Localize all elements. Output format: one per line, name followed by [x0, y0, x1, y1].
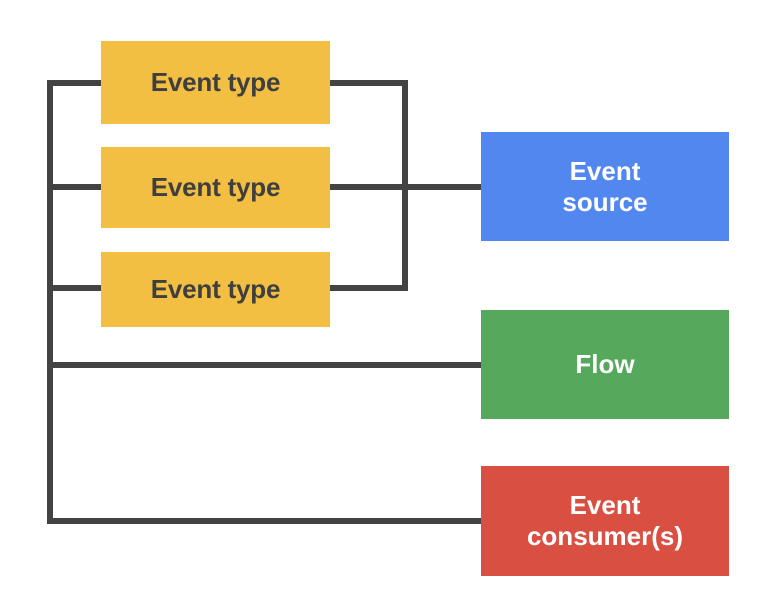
connector-left-to-event-type-2	[47, 184, 105, 190]
connector-event-type-1-to-right	[326, 80, 408, 86]
connector-left-to-flow	[47, 362, 484, 368]
node-event-type-1[interactable]: Event type	[101, 41, 330, 124]
node-event-source-label: Event source	[562, 155, 648, 217]
connector-left-trunk	[47, 83, 53, 524]
connector-event-type-3-to-right	[326, 285, 408, 291]
node-event-consumers[interactable]: Event consumer(s)	[481, 466, 729, 576]
connector-left-to-event-consumers	[47, 518, 484, 524]
node-event-type-1-label: Event type	[150, 67, 281, 98]
node-event-source[interactable]: Event source	[481, 132, 729, 241]
node-event-type-2-label: Event type	[150, 172, 281, 203]
node-event-type-2[interactable]: Event type	[101, 147, 330, 228]
connector-right-to-event-source	[326, 184, 484, 190]
connector-left-to-event-type-3	[47, 285, 105, 291]
node-event-type-3-label: Event type	[150, 274, 281, 305]
node-event-type-3[interactable]: Event type	[101, 252, 330, 327]
node-event-consumers-label: Event consumer(s)	[526, 490, 684, 551]
connector-left-to-event-type-1	[47, 80, 105, 86]
node-flow[interactable]: Flow	[481, 310, 729, 419]
node-flow-label: Flow	[575, 349, 635, 380]
